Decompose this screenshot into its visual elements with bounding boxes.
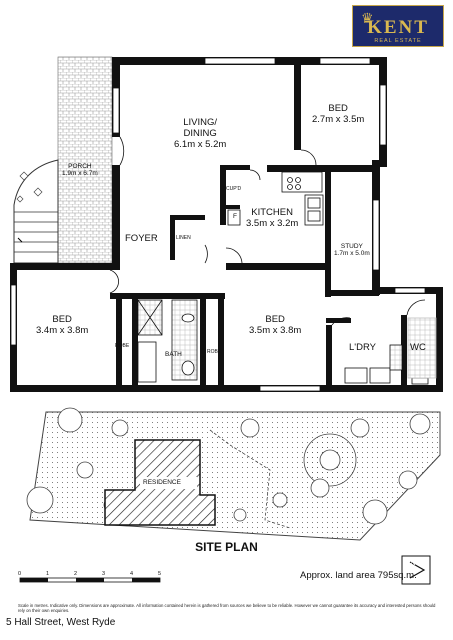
land-area: Approx. land area 795sq.m.: [300, 570, 417, 581]
site-plan-drawing: [26, 407, 441, 541]
scale-tick-1: 1: [46, 571, 50, 577]
disclaimer: Scale in metres. Indicative only. Dimens…: [18, 603, 436, 614]
scale-tick-3: 3: [102, 571, 106, 577]
agency-logo: ♛ KENT REAL ESTATE: [352, 5, 444, 47]
logo-brand-name: KENT: [367, 17, 429, 38]
room-porch: PORCH 1.9m x 6.7m: [62, 163, 98, 178]
scale-tick-5: 5: [158, 571, 162, 577]
room-bed-mid: BED 3.5m x 3.8m: [249, 314, 302, 336]
room-study: STUDY 1.7m x 5.0m: [334, 243, 370, 258]
site-plan-title: SITE PLAN: [195, 540, 258, 554]
label-robe-left: ROBE: [115, 343, 130, 349]
room-kitchen: KITCHEN 3.5m x 3.2m: [246, 207, 299, 229]
room-living: LIVING/ DINING 6.1m x 5.2m: [174, 117, 227, 150]
label-cupd: CUP'D: [226, 186, 242, 192]
north-arrow-icon: [401, 555, 431, 585]
crown-icon: ♛: [361, 10, 374, 26]
porch-landing: [13, 159, 59, 264]
label-robe-mid: ROBE: [207, 349, 222, 355]
scale-tick-0: 0: [18, 571, 22, 577]
room-laundry: L'DRY: [349, 342, 376, 353]
room-bed-top: BED 2.7m x 3.5m: [312, 103, 365, 125]
room-bed-left: BED 3.4m x 3.8m: [36, 314, 89, 336]
room-foyer: FOYER: [125, 233, 158, 244]
scale-bar: [19, 577, 161, 583]
room-bath: BATH: [165, 351, 182, 358]
room-wc: WC: [410, 342, 426, 353]
property-address: 5 Hall Street, West Ryde: [6, 617, 116, 628]
north-label: N: [411, 561, 416, 567]
label-residence: RESIDENCE: [143, 479, 181, 486]
label-fridge: F: [233, 213, 237, 220]
scale-tick-2: 2: [74, 571, 78, 577]
label-linen: LINEN: [176, 235, 191, 241]
porch-paving: [57, 56, 113, 264]
scale-tick-4: 4: [130, 571, 134, 577]
logo-tagline: REAL ESTATE: [374, 38, 422, 44]
